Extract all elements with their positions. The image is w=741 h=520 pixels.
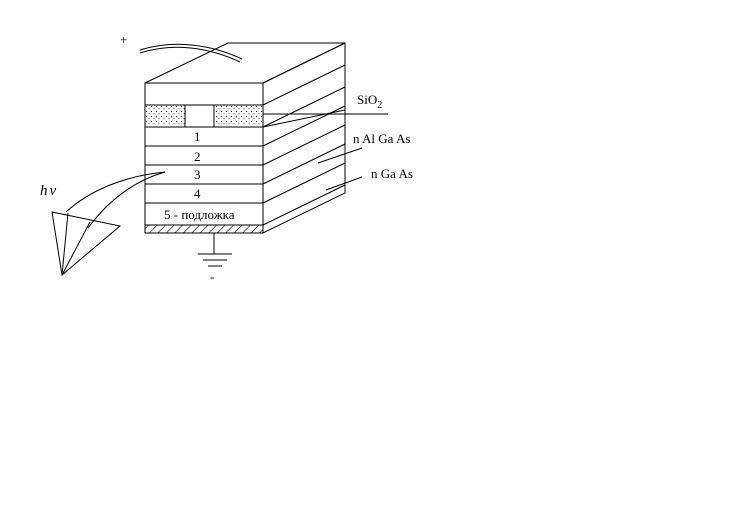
plus-label: + — [120, 32, 127, 47]
ngaas-label: n Ga As — [371, 166, 413, 181]
emission-ray-1 — [61, 212, 69, 276]
sio2-label: SiO2 — [357, 92, 382, 111]
top-wire — [139, 46, 241, 63]
minus-label: - — [210, 269, 214, 284]
top-wire-inner — [139, 43, 243, 60]
oxide-left-dotted — [146, 106, 185, 126]
ngaas-leader — [325, 176, 363, 191]
side-line-b — [262, 86, 346, 128]
naigaas-label: n Al Ga As — [353, 131, 410, 146]
side-line-e — [262, 143, 346, 185]
emission-curve-lower — [87, 171, 166, 229]
sio2-leader-diagonal — [262, 109, 346, 128]
side-line-c — [262, 105, 346, 147]
naigaas-leader — [317, 147, 363, 164]
layer-label-5: 5 - подложка — [164, 207, 235, 222]
emission-ray-2 — [61, 221, 91, 276]
layer-label-4: 4 — [194, 186, 201, 201]
side-line-a — [262, 64, 346, 106]
emission-curve-upper — [65, 171, 166, 213]
bottom-contact — [144, 224, 264, 234]
side-line-d — [262, 124, 346, 166]
side-line-g — [262, 184, 346, 226]
layer-label-2: 2 — [194, 149, 201, 164]
side-line-f — [262, 162, 346, 204]
layer-label-1: 1 — [194, 129, 201, 144]
side-face — [262, 42, 346, 234]
emission-cone — [51, 211, 122, 276]
top-face — [144, 42, 346, 84]
oxide-right-dotted — [214, 106, 262, 126]
layer-label-3: 3 — [194, 167, 201, 182]
